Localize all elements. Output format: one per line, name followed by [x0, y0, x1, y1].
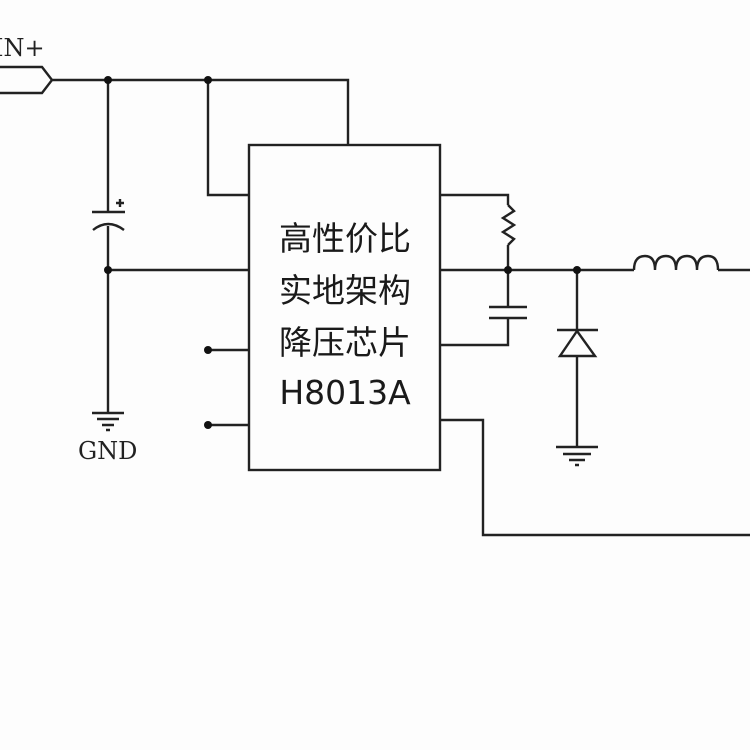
chip [247, 143, 442, 472]
input-label: IN+ [0, 34, 45, 62]
chip-line-1: 高性价比 [279, 219, 411, 258]
chip-line-2: 实地架构 [279, 271, 411, 310]
inductor [632, 254, 720, 271]
resistor [500, 204, 517, 246]
electrolytic-capacitor [92, 199, 125, 231]
junction-dots [104, 76, 581, 429]
ground-left [92, 411, 124, 432]
wires [52, 78, 750, 537]
capacitor [489, 305, 527, 320]
ground-diode [556, 445, 598, 467]
chip-line-3: 降压芯片 [279, 323, 411, 362]
ground-label: GND [78, 437, 138, 465]
diode [557, 328, 598, 358]
chip-model: H8013A [279, 373, 411, 412]
input-terminal [0, 65, 54, 95]
